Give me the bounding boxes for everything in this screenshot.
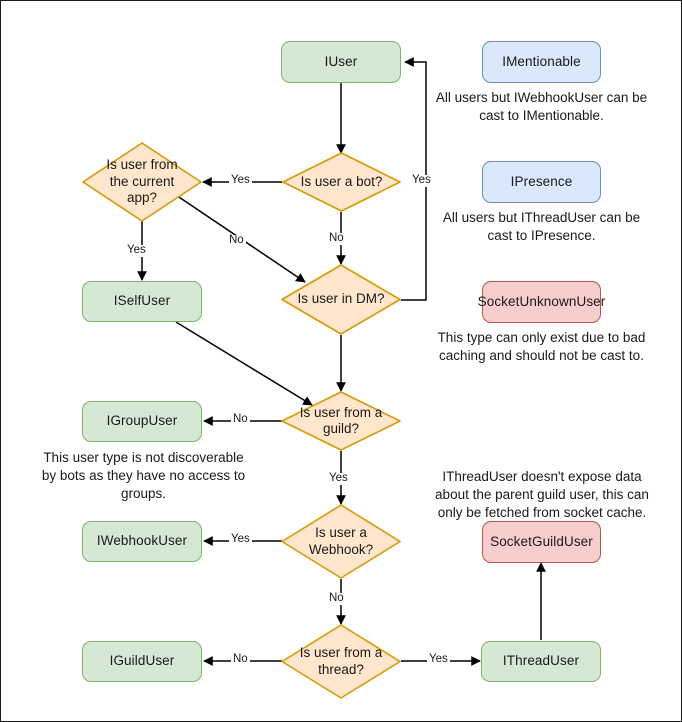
note-socketunknownuser-text: This type can only exist due to bad cach…: [437, 330, 646, 363]
node-is-user-a-webhook[interactable]: Is user a Webhook?: [281, 504, 401, 579]
edge-label-dm-yes: Yes: [410, 174, 433, 187]
edge-label-thread-no: No: [231, 653, 250, 666]
note-ipresence-text: All users but IThreadUser can be cast to…: [442, 210, 641, 243]
node-ipresence[interactable]: IPresence: [482, 161, 601, 203]
node-ithreaduser-label: IThreadUser: [502, 653, 580, 669]
node-socketguilduser[interactable]: SocketGuildUser: [482, 521, 601, 563]
node-socketunknownuser-label: SocketUnknownUser: [477, 293, 606, 309]
node-socketguilduser-label: SocketGuildUser: [490, 533, 593, 549]
note-ithreaduser: IThreadUser doesn't expose data about th…: [431, 468, 653, 521]
node-iuser-label: IUser: [324, 53, 358, 69]
diamond-shape: [281, 504, 401, 579]
edge-label-bot-no: No: [327, 232, 346, 245]
node-igroupuser-label: IGroupUser: [106, 413, 178, 429]
edge-label-currentapp-yes: Yes: [125, 244, 148, 257]
node-is-user-in-dm-label: Is user in DM?: [297, 291, 385, 307]
edge-label-currentapp-no: No: [227, 234, 246, 247]
node-is-user-from-current-app[interactable]: Is user from the current app?: [82, 142, 202, 222]
node-iwebhookuser[interactable]: IWebhookUser: [82, 521, 202, 562]
edge-label-guild-yes: Yes: [327, 472, 350, 485]
node-ithreaduser[interactable]: IThreadUser: [481, 641, 601, 682]
node-iuser[interactable]: IUser: [281, 41, 401, 83]
note-socketunknownuser: This type can only exist due to bad cach…: [434, 329, 649, 365]
node-is-user-from-a-thread[interactable]: Is user from a thread?: [281, 624, 401, 699]
node-igroupuser[interactable]: IGroupUser: [82, 401, 202, 442]
diamond-shape: [281, 624, 401, 699]
node-is-user-a-webhook-label: Is user a Webhook?: [308, 525, 374, 557]
note-imentionable: All users but IWebhookUser can be cast t…: [434, 89, 649, 125]
edge-label-bot-yes: Yes: [229, 174, 252, 187]
node-socketunknownuser[interactable]: SocketUnknownUser: [478, 281, 605, 323]
node-iguilduser-label: IGuildUser: [109, 653, 175, 669]
note-ithreaduser-text: IThreadUser doesn't expose data about th…: [435, 469, 649, 520]
node-iselfuser[interactable]: ISelfUser: [82, 281, 202, 322]
node-is-user-in-dm[interactable]: Is user in DM?: [281, 264, 401, 335]
diamond-shape: [281, 391, 401, 451]
node-imentionable[interactable]: IMentionable: [482, 41, 601, 83]
edge-label-webhook-yes: Yes: [229, 533, 252, 546]
diamond-shape: [82, 142, 202, 222]
node-is-user-from-current-app-label: Is user from the current app?: [106, 157, 178, 206]
edge-label-thread-yes: Yes: [427, 653, 450, 666]
edge-label-guild-no: No: [231, 413, 250, 426]
note-imentionable-text: All users but IWebhookUser can be cast t…: [435, 90, 648, 123]
diamond-shape: [281, 264, 401, 335]
diamond-shape: [282, 152, 401, 212]
node-iguilduser[interactable]: IGuildUser: [82, 641, 202, 682]
node-imentionable-label: IMentionable: [502, 53, 581, 69]
node-iselfuser-label: ISelfUser: [113, 293, 171, 309]
node-is-user-a-bot-label: Is user a bot?: [300, 173, 383, 189]
edge-label-webhook-no: No: [327, 592, 346, 605]
node-is-user-from-a-thread-label: Is user from a thread?: [299, 645, 383, 677]
node-ipresence-label: IPresence: [510, 173, 573, 189]
note-ipresence: All users but IThreadUser can be cast to…: [434, 209, 649, 245]
node-is-user-from-a-guild-label: Is user from a guild?: [299, 404, 383, 436]
note-igroupuser: This user type is not discoverable by bo…: [36, 449, 251, 502]
note-igroupuser-text: This user type is not discoverable by bo…: [41, 450, 246, 501]
node-is-user-a-bot[interactable]: Is user a bot?: [282, 152, 401, 212]
node-iwebhookuser-label: IWebhookUser: [96, 533, 188, 549]
node-is-user-from-a-guild[interactable]: Is user from a guild?: [281, 391, 401, 451]
